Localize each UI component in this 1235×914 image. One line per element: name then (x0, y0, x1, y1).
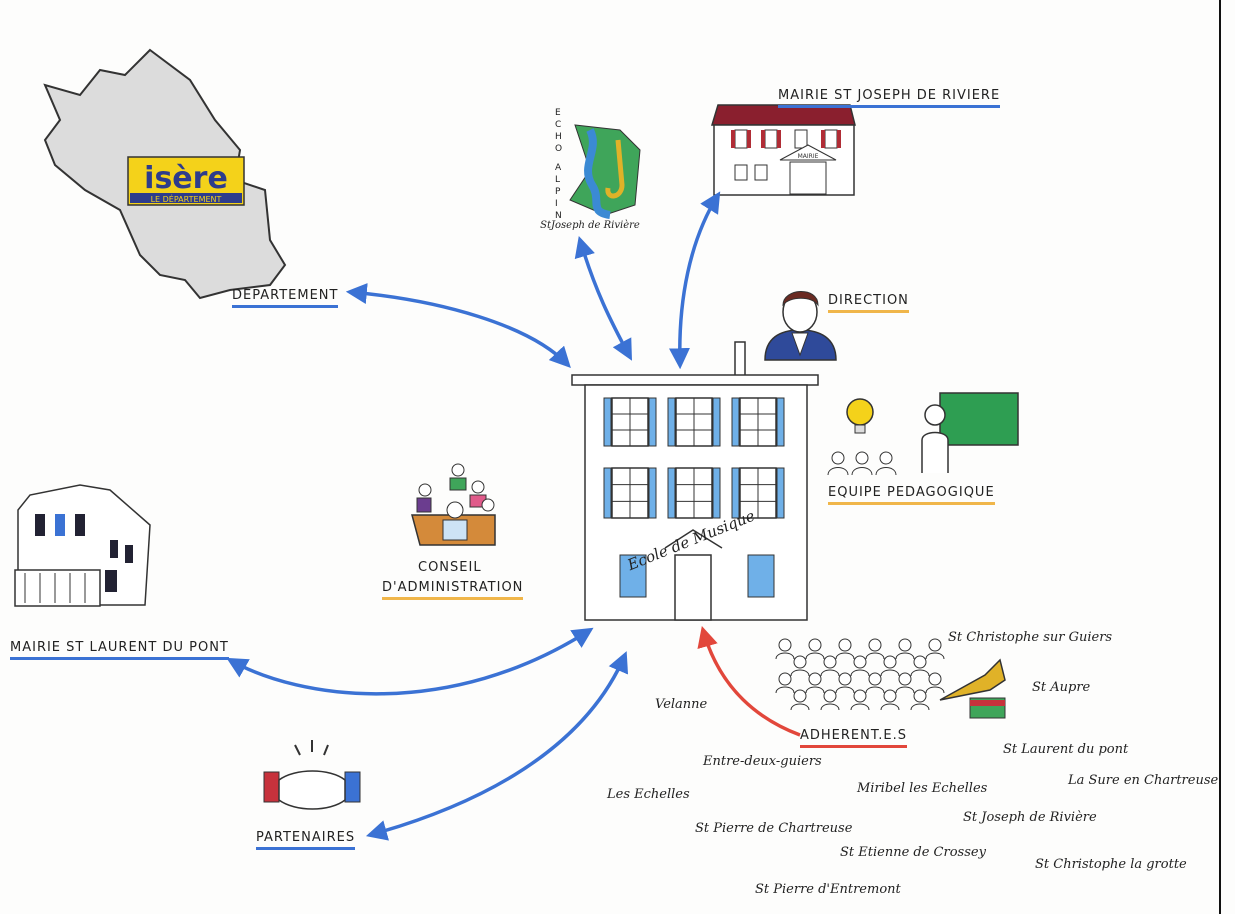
audience-person-body (775, 686, 795, 694)
school-window (731, 467, 785, 519)
town-label: St Etienne de Crossey (840, 845, 986, 860)
arrow-departement (345, 283, 571, 369)
town-label: Miribel les Echelles (857, 781, 988, 796)
handshake-icon (263, 740, 361, 810)
audience-person-body (880, 669, 900, 677)
director-figure (764, 291, 837, 361)
town-label: St Laurent du pont (1003, 742, 1129, 757)
audience-person-body (910, 669, 930, 677)
audience-person (778, 638, 792, 652)
audience-person (793, 689, 807, 703)
audience-person (823, 689, 837, 703)
audience-icon (775, 638, 945, 711)
audience-person-body (820, 669, 840, 677)
audience-person-body (895, 686, 915, 694)
mairie-stjoseph-building: MAIRIE (710, 104, 856, 196)
school-window (603, 397, 657, 447)
audience-person (838, 672, 852, 686)
equipe-pedagogique-label: EQUIPE PEDAGOGIQUE (828, 485, 995, 505)
audience-person (823, 655, 837, 669)
town-label: La Sure en Chartreuse (1068, 773, 1219, 788)
school-window (731, 397, 785, 447)
audience-person (868, 638, 882, 652)
audience-person-body (895, 652, 915, 660)
school-window (667, 467, 721, 519)
audience-person-body (805, 652, 825, 660)
town-label: St Joseph de Rivière (963, 810, 1097, 825)
audience-person (883, 655, 897, 669)
arrow-adherents (697, 625, 801, 737)
audience-person (838, 638, 852, 652)
audience-person (853, 689, 867, 703)
isere-logo-text: isère (144, 161, 228, 196)
arrow-partenaires (365, 651, 629, 841)
partenaires-label: PARTENAIRES (256, 830, 356, 850)
isere-map: isère LE DÉPARTEMENT (43, 48, 287, 300)
audience-person (898, 672, 912, 686)
audience-person (778, 672, 792, 686)
conseil-icon (411, 463, 496, 546)
audience-person (808, 672, 822, 686)
audience-person-body (925, 652, 945, 660)
conseil-label-line1: CONSEIL (418, 560, 482, 575)
audience-person-body (865, 686, 885, 694)
departement-label: DEPARTEMENT (232, 288, 339, 308)
direction-label: DIRECTION (828, 293, 909, 313)
school-shutter (619, 554, 647, 598)
audience-person-body (850, 669, 870, 677)
instruments-icon (939, 658, 1006, 719)
audience-person (913, 689, 927, 703)
audience-person (808, 638, 822, 652)
audience-person (868, 672, 882, 686)
mairie-sign-text: MAIRIE (798, 153, 819, 160)
audience-person (928, 638, 942, 652)
conseil-label-line2: D'ADMINISTRATION (382, 580, 524, 600)
audience-person-body (910, 703, 930, 711)
town-label: Entre-deux-guiers (703, 754, 822, 769)
arrow-mairie-stlaurent (226, 627, 594, 696)
mairie-stjoseph-label: MAIRIE ST JOSEPH DE RIVIERE (778, 88, 1001, 108)
audience-person-body (820, 703, 840, 711)
adherents-label: ADHERENT.E.S (800, 728, 907, 748)
mairie-stlaurent-building (14, 484, 151, 607)
town-label: St Christophe la grotte (1035, 857, 1187, 872)
audience-person-body (790, 669, 810, 677)
audience-person (913, 655, 927, 669)
town-label: St Pierre de Chartreuse (695, 821, 853, 836)
audience-person-body (925, 686, 945, 694)
echo-alpin-place: StJoseph de Rivière (540, 220, 640, 231)
audience-person-body (790, 703, 810, 711)
town-label: Velanne (655, 697, 708, 712)
isere-logo-subtext: LE DÉPARTEMENT (151, 193, 222, 204)
audience-person-body (880, 703, 900, 711)
audience-person (898, 638, 912, 652)
page-edge-line (1219, 0, 1221, 914)
audience-person (853, 655, 867, 669)
town-label: St Pierre d'Entremont (755, 882, 901, 897)
school-window (603, 467, 657, 519)
audience-person-body (805, 686, 825, 694)
equipe-pedagogique-icon (827, 392, 1019, 476)
town-label: St Aupre (1032, 680, 1091, 695)
ecole-building: Ecole de Musique (571, 341, 819, 621)
arrow-mairie-stjoseph (668, 191, 721, 370)
school-shutter (747, 554, 775, 598)
audience-person (793, 655, 807, 669)
audience-person (883, 689, 897, 703)
audience-person-body (775, 652, 795, 660)
town-label: St Christophe sur Guiers (948, 630, 1113, 645)
mairie-stlaurent-label: MAIRIE ST LAURENT DU PONT (10, 640, 229, 660)
audience-person (928, 672, 942, 686)
audience-person-body (835, 686, 855, 694)
school-window (667, 397, 721, 447)
audience-person-body (850, 703, 870, 711)
town-label: Les Echelles (607, 787, 690, 802)
audience-person-body (835, 652, 855, 660)
arrow-echo-alpin (574, 235, 632, 361)
audience-person-body (865, 652, 885, 660)
